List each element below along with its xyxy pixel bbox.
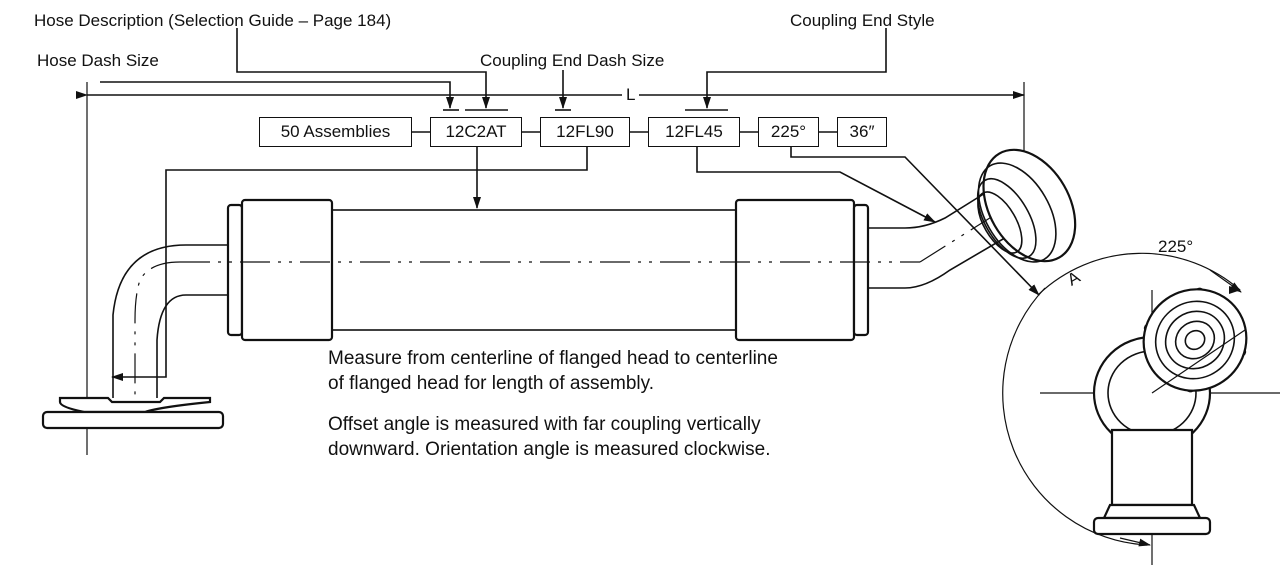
length-code-box: 36″ — [837, 117, 887, 147]
coupling-1-code-box: 12FL90 — [540, 117, 630, 147]
elbow-90-coupling — [41, 244, 232, 430]
measurement-note-line-2: of flanged head for length of assembly. — [328, 373, 655, 394]
measurement-note-line-1: Measure from centerline of flanged head … — [328, 348, 778, 369]
hose-code-box: 12C2AT — [430, 117, 522, 147]
angle-note-line-2: downward. Orientation angle is measured … — [328, 439, 771, 460]
hose-dash-size-label: Hose Dash Size — [37, 51, 159, 70]
length-label: L — [622, 86, 640, 103]
quantity-box: 50 Assemblies — [259, 117, 412, 147]
elbow-45-coupling — [868, 148, 1077, 289]
callout-leaders — [100, 28, 887, 111]
hose-description-label: Hose Description (Selection Guide – Page… — [34, 11, 392, 30]
angle-note: Offset angle is measured with far coupli… — [328, 412, 771, 462]
coupling-end-dash-size-label: Coupling End Dash Size — [480, 51, 665, 70]
orientation-angle-label: 225° — [1158, 237, 1194, 256]
code-leaders — [111, 147, 1040, 381]
angle-note-line-1: Offset angle is measured with far coupli… — [328, 414, 761, 435]
end-view — [1002, 252, 1280, 565]
coupling-end-style-label: Coupling End Style — [790, 11, 935, 30]
measurement-note: Measure from centerline of flanged head … — [328, 346, 778, 396]
angle-code-box: 225° — [758, 117, 819, 147]
coupling-2-code-box: 12FL45 — [648, 117, 740, 147]
hose-body — [180, 198, 920, 342]
